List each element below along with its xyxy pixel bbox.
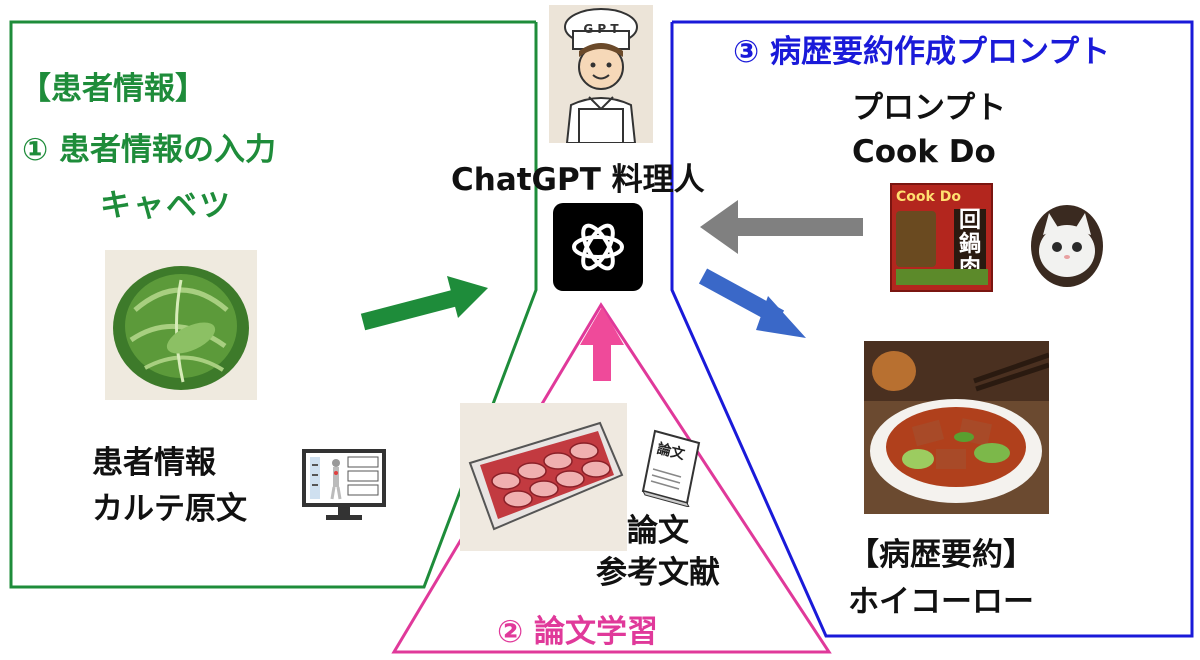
step1-label: ① 患者情報の入力 xyxy=(22,132,277,168)
hoikoro-image xyxy=(864,341,1050,514)
chef-icon: G P T xyxy=(564,8,638,144)
paper-text: 論文 参考文献 xyxy=(596,510,720,594)
prompt-line2: Cook Do xyxy=(852,134,996,170)
patient-info-text: 患者情報 カルテ原文 xyxy=(92,440,247,532)
cabbage-icon xyxy=(113,266,249,390)
chef-hat-letters: G P T xyxy=(583,22,619,36)
paper-line1: 論文 xyxy=(627,513,689,549)
medical-record-monitor-icon xyxy=(300,447,388,522)
meat-tray-icon xyxy=(468,421,624,531)
cat-avatar xyxy=(1031,205,1103,287)
result-text: 【病歴要約】 ホイコーロー xyxy=(848,532,1034,626)
cookdo-brand: Cook Do xyxy=(896,189,961,205)
patient-info-line1: 患者情報 xyxy=(92,445,216,481)
patient-info-frame xyxy=(9,20,538,589)
result-line1: 【病歴要約】 xyxy=(848,537,1034,573)
cookdo-strip xyxy=(896,269,988,285)
paper-line2: 参考文献 xyxy=(596,555,720,591)
cabbage-image xyxy=(105,250,257,400)
pink-arrow xyxy=(580,307,624,381)
prompt-frame xyxy=(670,20,1194,638)
green-arrow xyxy=(360,276,488,331)
meat-tray-image xyxy=(460,403,627,551)
step3-label: ③ 病歴要約作成プロンプト xyxy=(733,34,1111,70)
cat-icon xyxy=(1039,213,1095,277)
blue-arrow xyxy=(698,268,806,338)
gray-arrow xyxy=(700,200,863,254)
cookdo-package-image: Cook Do 回鍋肉 xyxy=(890,183,993,292)
hoikoro-dish-icon xyxy=(864,341,1050,503)
prompt-line1: プロンプト xyxy=(852,90,1007,126)
step2-label: ② 論文学習 xyxy=(497,614,659,650)
cookdo-food-photo xyxy=(896,211,936,267)
paper-book-icon: 論文 xyxy=(637,427,707,508)
chatgpt-chef-title: ChatGPT 料理人 xyxy=(451,162,705,198)
openai-icon xyxy=(572,223,624,271)
chef-image: G P T xyxy=(549,5,653,144)
patient-info-line2: カルテ原文 xyxy=(92,491,247,527)
patient-info-header: 【患者情報】 xyxy=(20,71,206,107)
result-line2: ホイコーロー xyxy=(848,584,1034,620)
prompt-text: プロンプト Cook Do xyxy=(852,86,1006,174)
chatgpt-logo xyxy=(553,203,643,291)
cabbage-label: キャベツ xyxy=(100,188,232,224)
